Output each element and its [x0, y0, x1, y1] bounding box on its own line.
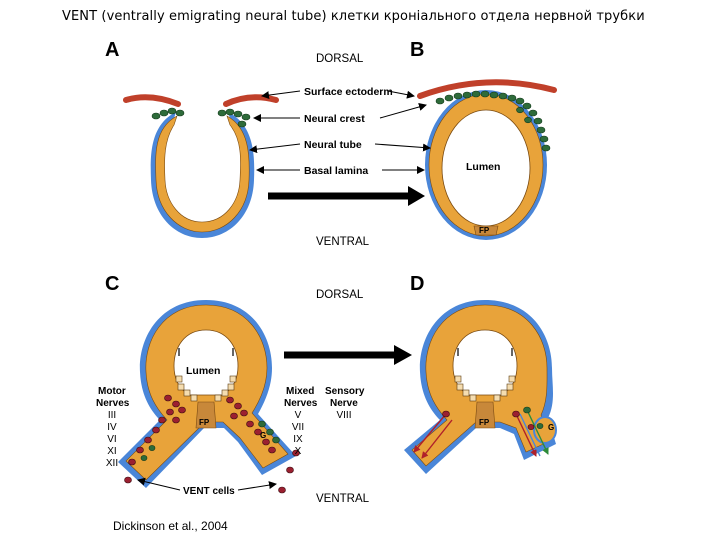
mixed-nerve-item: X: [295, 446, 302, 457]
label-surface-ectoderm: Surface ectoderm: [304, 86, 393, 98]
mixed-nerves-title-1: Mixed: [286, 386, 314, 397]
sensory-nerve-title-2: Nerve: [330, 398, 358, 409]
panel-c-vent-emigration: [118, 300, 300, 494]
mixed-nerve-item: VII: [292, 422, 304, 433]
motor-nerves-title-1: Motor: [98, 386, 126, 397]
sensory-nerve-title-1: Sensory: [325, 386, 365, 397]
panel-d-nerve-formation: [404, 300, 557, 474]
page-title: VENT (ventrally emigrating neural tube) …: [62, 9, 645, 24]
panel-label-c: C: [105, 273, 119, 295]
panel-label-b: B: [410, 39, 424, 61]
panel-a-open-neural-tube: [123, 94, 279, 238]
label-fp-d: FP: [479, 418, 490, 427]
panel-label-d: D: [410, 273, 424, 295]
label-pointers-top: [249, 90, 431, 174]
sensory-nerve-item: VIII: [336, 410, 351, 421]
mixed-nerve-list: V VII IX X: [292, 410, 304, 457]
mixed-nerves-title-2: Nerves: [284, 398, 318, 409]
ventral-label-bottom: VENTRAL: [316, 493, 370, 505]
motor-nerve-item: IV: [107, 422, 117, 433]
dorsal-label-bottom: DORSAL: [316, 289, 364, 301]
label-g-c: G: [260, 431, 266, 440]
figure-credit: Dickinson et al., 2004: [113, 519, 228, 533]
label-neural-tube: Neural tube: [304, 139, 362, 151]
motor-nerve-item: III: [108, 410, 116, 421]
motor-nerve-item: XI: [107, 446, 116, 457]
dorsal-label-top: DORSAL: [316, 53, 364, 65]
motor-nerve-list: III IV VI XI XII: [106, 410, 118, 469]
label-fp-c: FP: [199, 418, 210, 427]
label-neural-crest: Neural crest: [304, 113, 365, 125]
ventral-label-top: VENTRAL: [316, 236, 370, 248]
motor-nerve-item: VI: [107, 434, 116, 445]
panel-label-a: A: [105, 39, 119, 61]
nerve-labels: Motor Nerves Mixed Nerves Sensory Nerve: [96, 386, 365, 409]
label-lumen-b: Lumen: [466, 161, 500, 173]
vent-cells-pointers: [137, 477, 277, 491]
label-basal-lamina: Basal lamina: [304, 165, 368, 177]
label-vent-cells: VENT cells: [183, 486, 235, 497]
label-g-d: G: [548, 423, 554, 432]
mixed-nerve-item: V: [295, 410, 302, 421]
label-fp-b: FP: [479, 226, 490, 235]
sensory-nerve-list: VIII: [336, 410, 351, 421]
motor-nerves-title-2: Nerves: [96, 398, 130, 409]
motor-nerve-item: XII: [106, 458, 118, 469]
label-lumen-c: Lumen: [186, 365, 220, 377]
panel-b-closed-neural-tube: [417, 79, 557, 240]
mixed-nerve-item: IX: [293, 434, 303, 445]
